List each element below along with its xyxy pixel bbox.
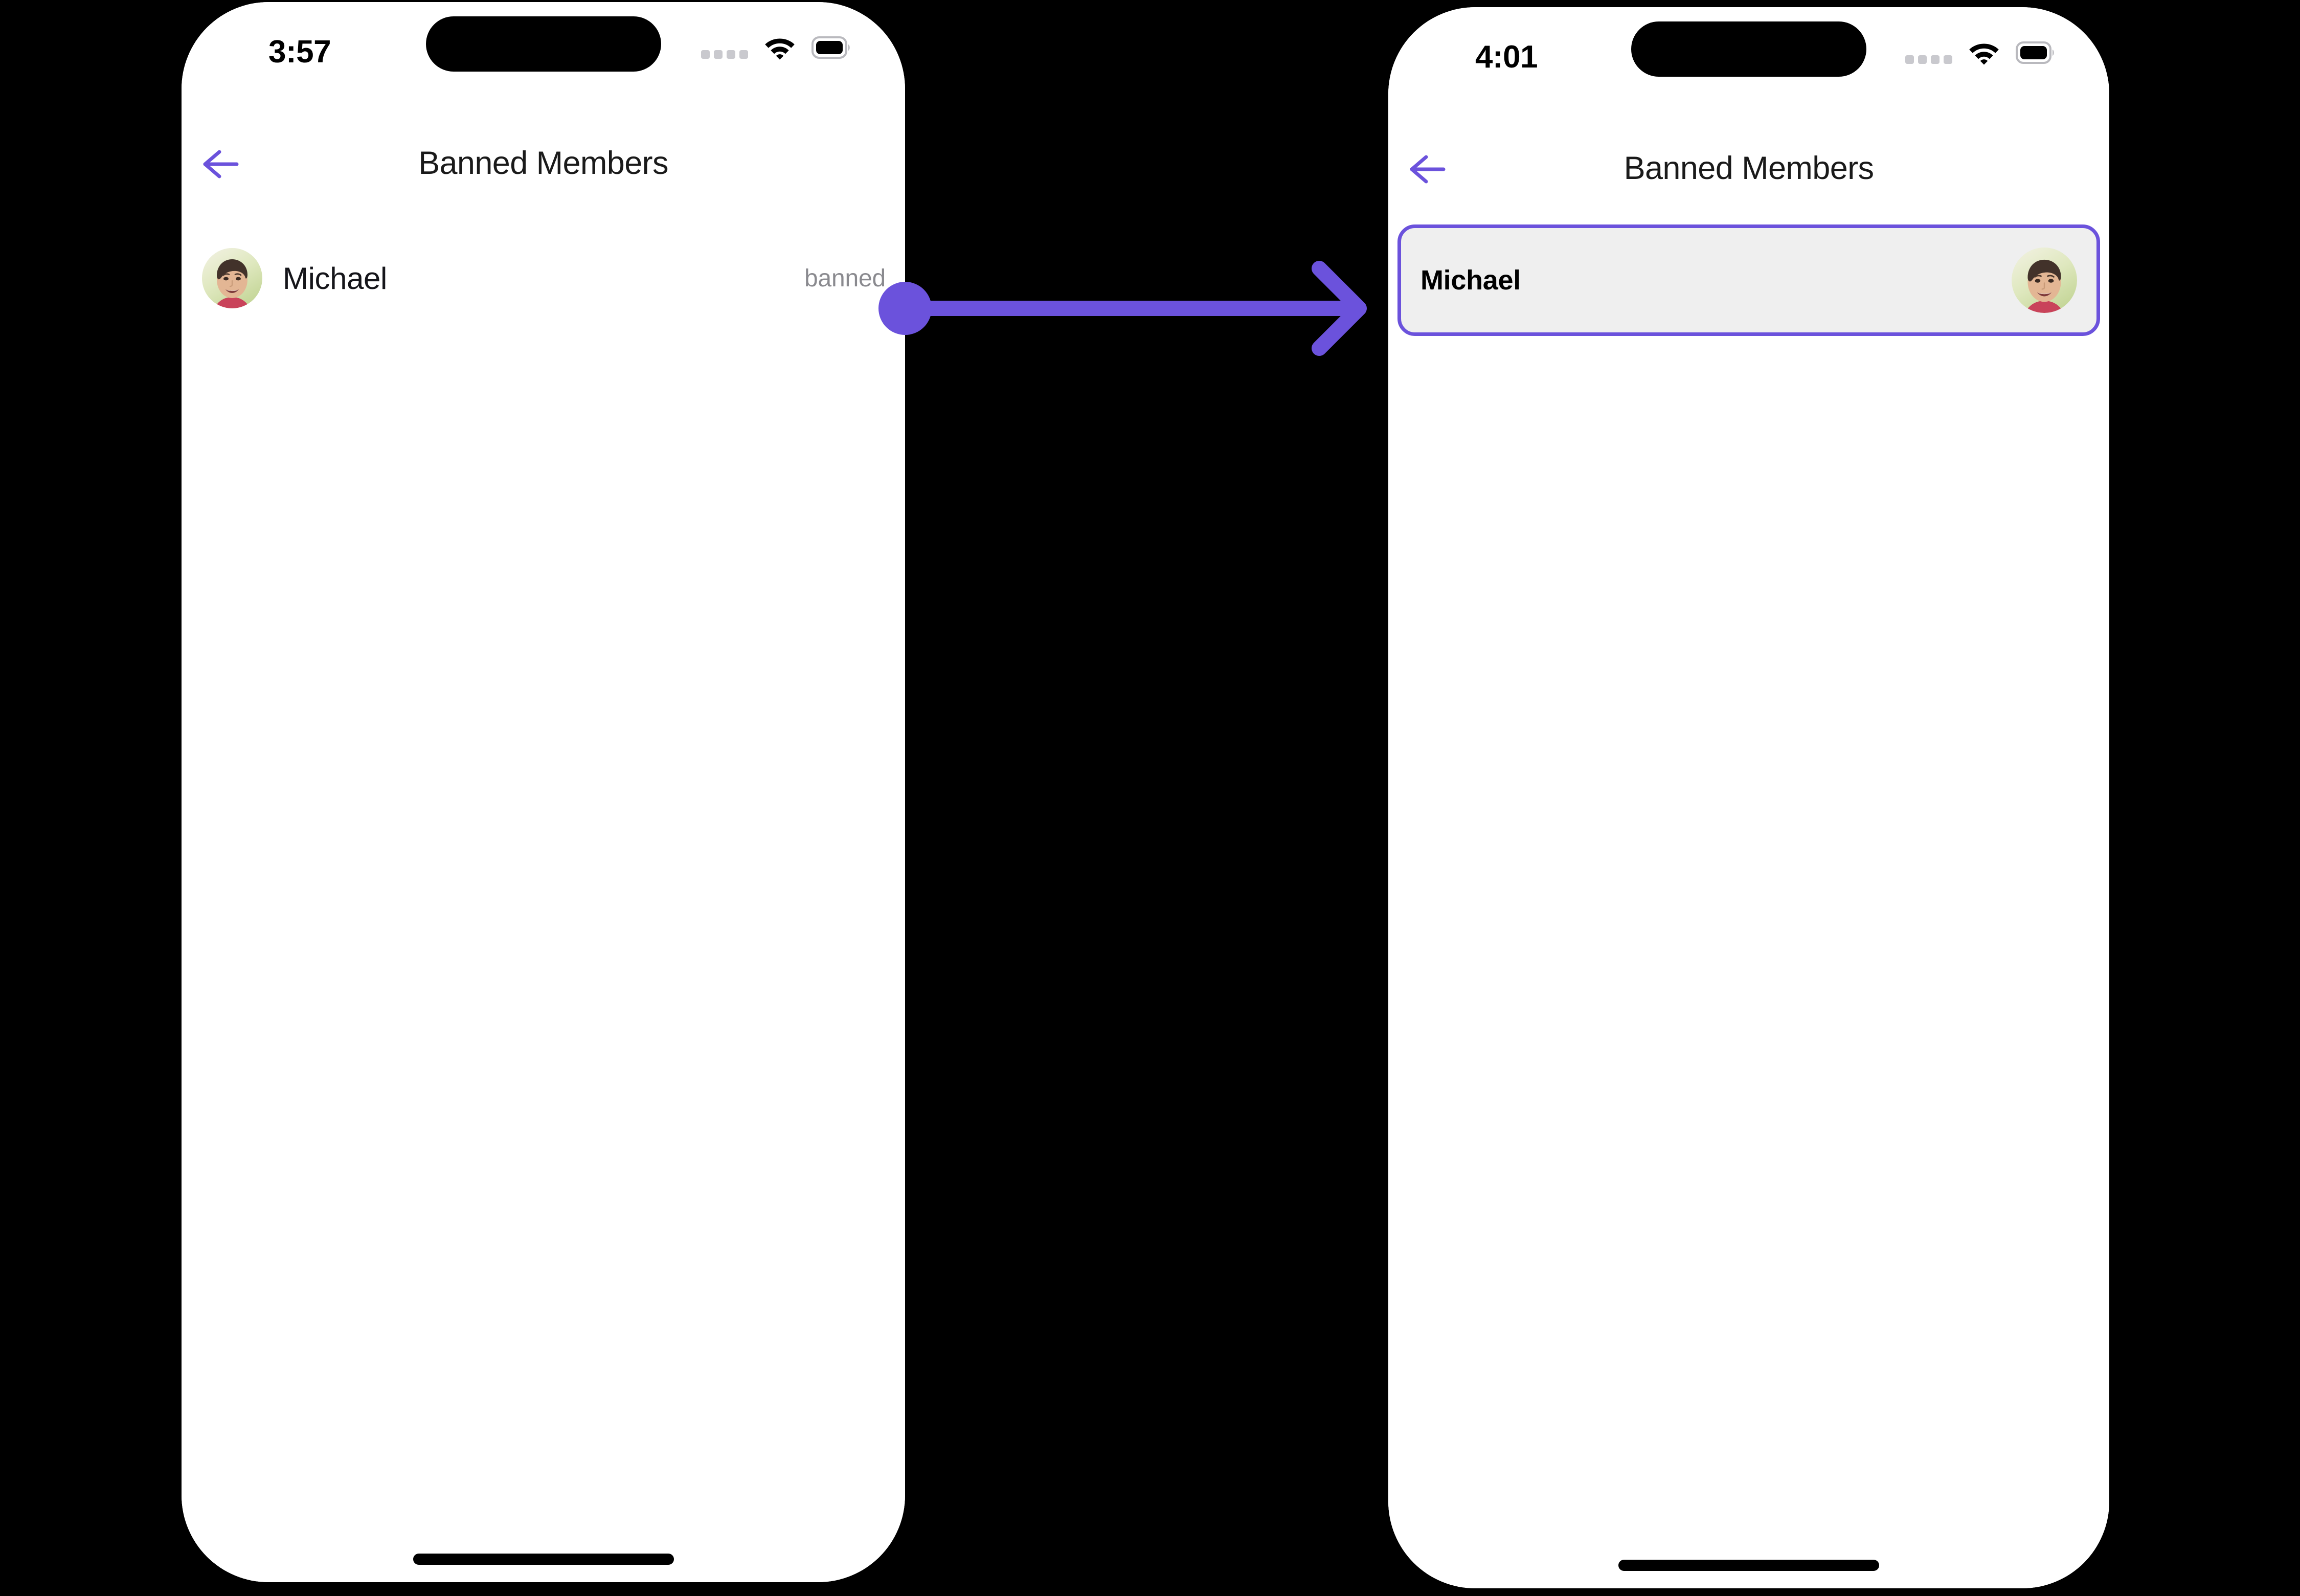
banned-member-row-highlighted[interactable]: Michael	[1397, 224, 2100, 336]
arrow-left-icon[interactable]	[197, 143, 244, 186]
wifi-icon	[1968, 40, 2000, 65]
member-name: Michael	[283, 261, 387, 296]
nav-bar-before: Banned Members	[182, 138, 905, 191]
page-title: Banned Members	[418, 145, 668, 181]
member-name: Michael	[1420, 265, 1521, 296]
battery-full-icon	[2016, 41, 2056, 64]
nav-bar-after: Banned Members	[1388, 143, 2109, 196]
phone-screen-after: 4:01	[1388, 7, 2109, 1588]
phone-screen-before: 3:57	[182, 2, 905, 1582]
screen-after: 4:01	[1388, 7, 2109, 1588]
status-bar-before: 3:57	[182, 2, 905, 92]
page-title: Banned Members	[1623, 150, 1874, 186]
wifi-icon	[763, 35, 796, 60]
status-bar-after: 4:01	[1388, 7, 2109, 97]
screen-before: 3:57	[182, 2, 905, 1582]
status-indicators	[701, 32, 851, 63]
arrow-head-right	[1312, 261, 1367, 356]
user-avatar-photo	[202, 248, 262, 308]
battery-full-icon	[811, 36, 851, 59]
dynamic-island	[425, 16, 661, 72]
signal-dots-icon	[701, 37, 748, 59]
member-status-label: banned	[804, 264, 886, 292]
status-indicators	[1905, 37, 2056, 69]
home-indicator	[413, 1554, 674, 1565]
home-indicator	[1618, 1560, 1879, 1571]
banned-member-row[interactable]: Michael banned	[182, 235, 905, 322]
arrow-left-icon[interactable]	[1404, 148, 1451, 191]
dynamic-island	[1631, 21, 1866, 77]
signal-dots-icon	[1905, 42, 1952, 64]
status-time: 3:57	[268, 34, 331, 70]
user-avatar-photo	[2012, 248, 2077, 313]
status-time: 4:01	[1475, 39, 1538, 75]
flow-connector	[869, 230, 1396, 394]
